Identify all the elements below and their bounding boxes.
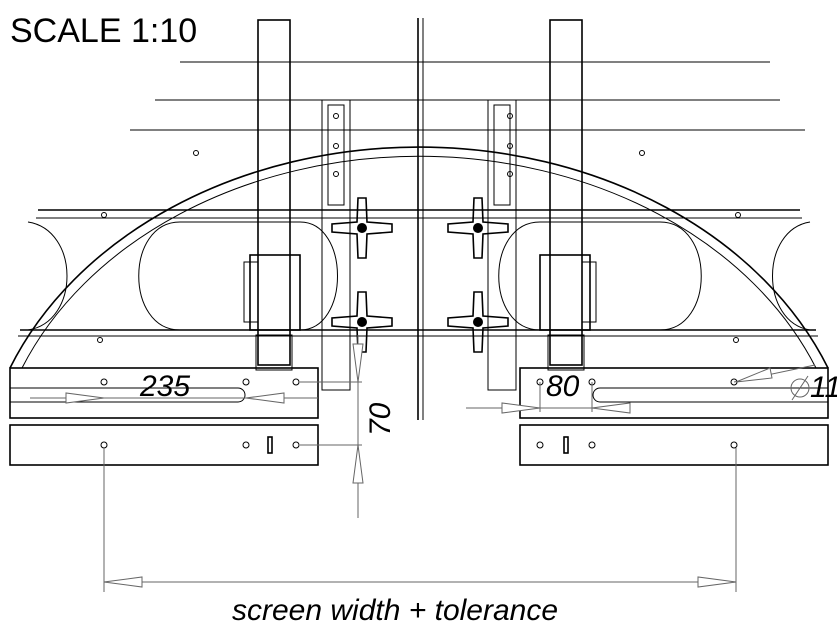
dimension-screen-width	[103, 448, 737, 592]
oval-cutouts	[27, 221, 811, 331]
screen-width-caption: screen width + tolerance	[232, 594, 558, 625]
dim-11-label: 11	[810, 371, 837, 404]
star-knobs	[331, 197, 509, 353]
scale-title: SCALE 1:10	[10, 12, 197, 50]
dimension-80	[466, 382, 631, 414]
dimension-235	[30, 392, 318, 404]
right-brackets	[519, 367, 829, 466]
right-post	[487, 19, 597, 391]
inner-arc	[21, 155, 817, 369]
outer-arc	[9, 146, 829, 369]
dimension-70	[300, 335, 364, 518]
dimension-diameter	[733, 364, 816, 401]
panel-dots	[97, 150, 741, 343]
dim-70-label: 70	[364, 402, 397, 436]
left-post	[243, 19, 351, 391]
dim-80-label: 80	[546, 370, 580, 403]
horizontal-panels	[18, 61, 818, 337]
dim-235-label: 235	[139, 370, 190, 403]
